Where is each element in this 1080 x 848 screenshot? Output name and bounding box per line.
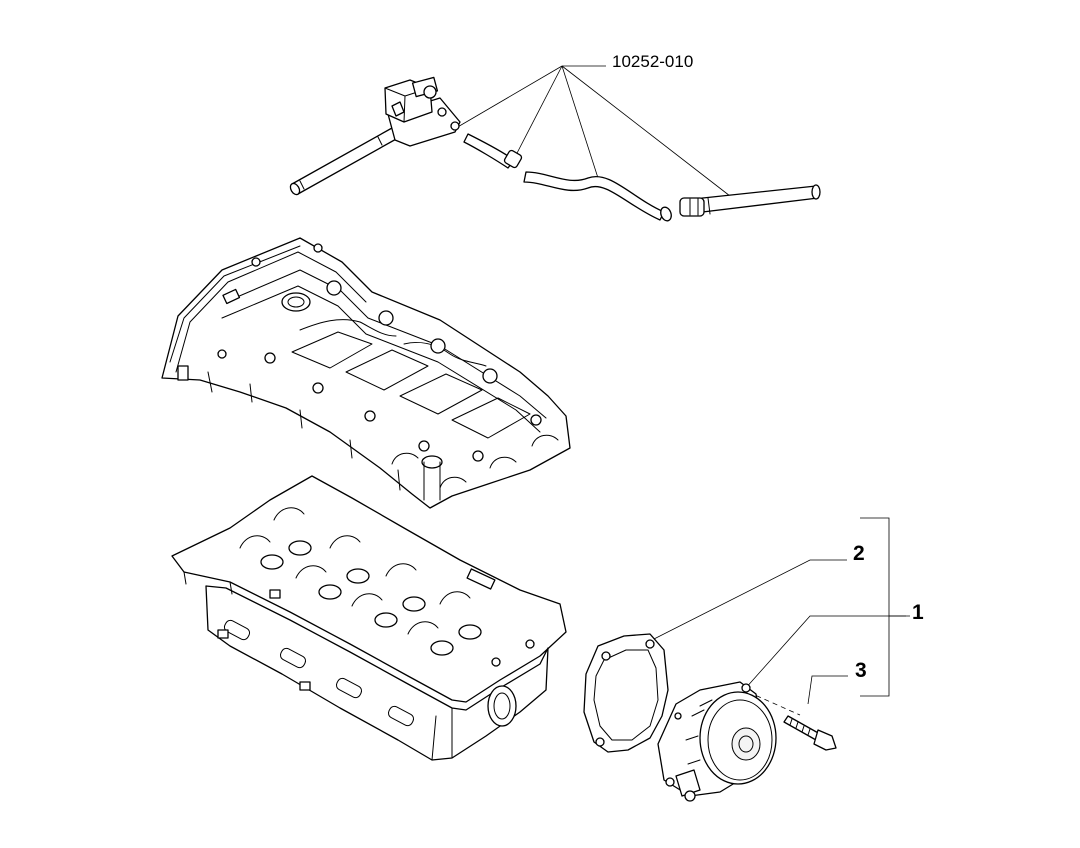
vacuum-valve-and-hoses [289,76,821,222]
bolt [783,715,837,751]
callout-item-2: 2 [853,542,865,565]
cylinder-head [171,475,567,761]
callout-item-3: 3 [855,659,867,682]
vacuum-pump [657,681,777,802]
gasket [583,633,669,753]
callout-item-1: 1 [912,601,924,624]
cylinder-head-cover [161,237,571,509]
reference-callout: 10252-010 [612,52,694,71]
